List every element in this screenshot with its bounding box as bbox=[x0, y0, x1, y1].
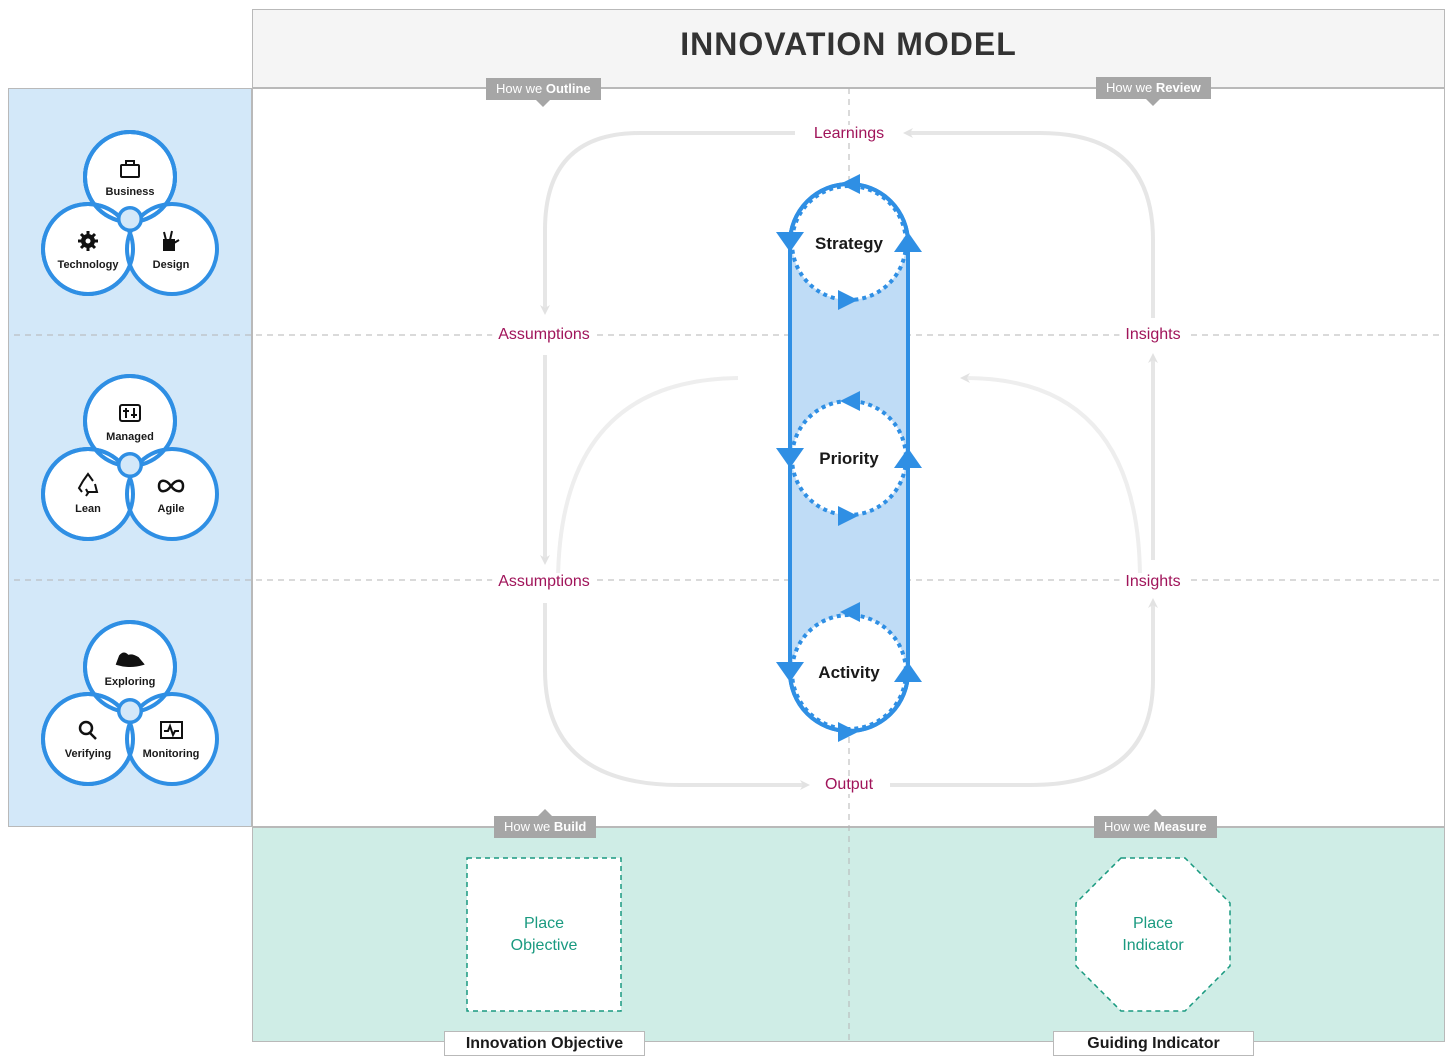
tag-review-prefix: How we bbox=[1106, 80, 1153, 95]
tag-build: How we Build bbox=[494, 809, 597, 838]
arrow-strategy-up bbox=[894, 232, 922, 252]
tag-review-emphasis: Review bbox=[1155, 80, 1201, 95]
briefcase-icon bbox=[120, 160, 140, 178]
node-priority: Priority bbox=[819, 449, 879, 468]
arrow-strategy-inner bbox=[838, 290, 858, 310]
arrow-bottom bbox=[838, 722, 858, 742]
tag-outline: How we Outline bbox=[486, 78, 601, 107]
flow-assumptions-to-output bbox=[543, 603, 810, 790]
tag-review: How we Review bbox=[1096, 77, 1211, 106]
label-assumptions-top: Assumptions bbox=[492, 326, 596, 344]
core-loop bbox=[776, 174, 922, 742]
venn-label-lean: Lean bbox=[75, 503, 101, 515]
objective-placeholder-line1: Place bbox=[523, 915, 565, 932]
venn-circle-agile bbox=[125, 447, 219, 541]
indicator-placeholder-line1: Place bbox=[1132, 915, 1174, 932]
tag-measure: How we Measure bbox=[1094, 809, 1217, 838]
node-activity: Activity bbox=[818, 663, 880, 682]
label-assumptions-bottom: Assumptions bbox=[492, 573, 596, 591]
flow-insights-to-learnings bbox=[903, 128, 1155, 318]
venn-label-monitoring: Monitoring bbox=[142, 748, 200, 760]
indicator-placeholder-text: Place Indicator bbox=[1122, 913, 1183, 957]
node-strategy: Strategy bbox=[814, 234, 884, 253]
objective-placeholder[interactable] bbox=[466, 857, 622, 1012]
arrow-top-left bbox=[840, 174, 860, 194]
magnifier-icon bbox=[78, 720, 97, 740]
flow-output-to-insights bbox=[890, 598, 1158, 787]
objective-placeholder-text: Place Objective bbox=[511, 913, 578, 957]
footer-guiding-indicator: Guiding Indicator bbox=[1053, 1031, 1254, 1056]
page-title: INNOVATION MODEL bbox=[680, 26, 1017, 62]
header-bar bbox=[252, 9, 1445, 88]
heartbeat-monitor-icon bbox=[160, 721, 183, 739]
arrow-priority-inner-bottom bbox=[838, 506, 858, 526]
inner-arc-right bbox=[960, 373, 1142, 581]
flow-learnings-to-assumptions bbox=[540, 131, 795, 315]
tag-measure-prefix: How we bbox=[1104, 819, 1151, 834]
arrow-activity-up bbox=[894, 662, 922, 682]
inner-flow bbox=[556, 373, 1142, 581]
tag-build-prefix: How we bbox=[504, 819, 551, 834]
venn-label-technology: Technology bbox=[57, 259, 119, 271]
fedora-hat-icon bbox=[115, 652, 145, 667]
label-learnings: Learnings bbox=[807, 125, 891, 143]
gear-icon bbox=[78, 231, 98, 251]
tag-outline-prefix: How we bbox=[496, 81, 543, 96]
label-insights-top: Insights bbox=[1119, 326, 1187, 344]
arrow-priority-inner-top bbox=[840, 391, 860, 411]
inner-arc-left bbox=[556, 376, 739, 581]
venn-label-exploring: Exploring bbox=[104, 676, 156, 688]
tag-outline-emphasis: Outline bbox=[545, 81, 591, 96]
infinity-icon bbox=[157, 479, 185, 493]
arrow-activity-inner-top bbox=[840, 602, 860, 622]
venn-label-managed: Managed bbox=[106, 431, 154, 443]
paint-brush-icon bbox=[163, 230, 180, 251]
venn-icons bbox=[77, 160, 185, 740]
arrow-strategy-down bbox=[776, 232, 804, 252]
tag-build-emphasis: Build bbox=[553, 819, 587, 834]
tag-measure-emphasis: Measure bbox=[1153, 819, 1207, 834]
recycle-icon bbox=[77, 472, 99, 497]
guide-lines bbox=[14, 88, 1445, 1042]
venn-label-agile: Agile bbox=[157, 503, 185, 515]
loop-arrowheads bbox=[776, 174, 922, 742]
outer-flow bbox=[540, 128, 1158, 790]
venn-label-design: Design bbox=[152, 259, 190, 271]
footer-innovation-objective: Innovation Objective bbox=[444, 1031, 645, 1056]
objective-placeholder-line2: Objective bbox=[510, 937, 578, 954]
venn-label-verifying: Verifying bbox=[64, 748, 112, 760]
arrow-activity-down bbox=[776, 662, 804, 682]
control-panel-icon bbox=[119, 404, 141, 422]
arrow-priority-up bbox=[894, 448, 922, 468]
label-insights-bottom: Insights bbox=[1119, 573, 1187, 591]
indicator-placeholder[interactable] bbox=[1075, 857, 1231, 1012]
indicator-placeholder-line2: Indicator bbox=[1122, 937, 1184, 954]
venn-label-business: Business bbox=[105, 186, 155, 198]
label-output: Output bbox=[818, 776, 880, 794]
arrow-priority-down bbox=[776, 448, 804, 468]
